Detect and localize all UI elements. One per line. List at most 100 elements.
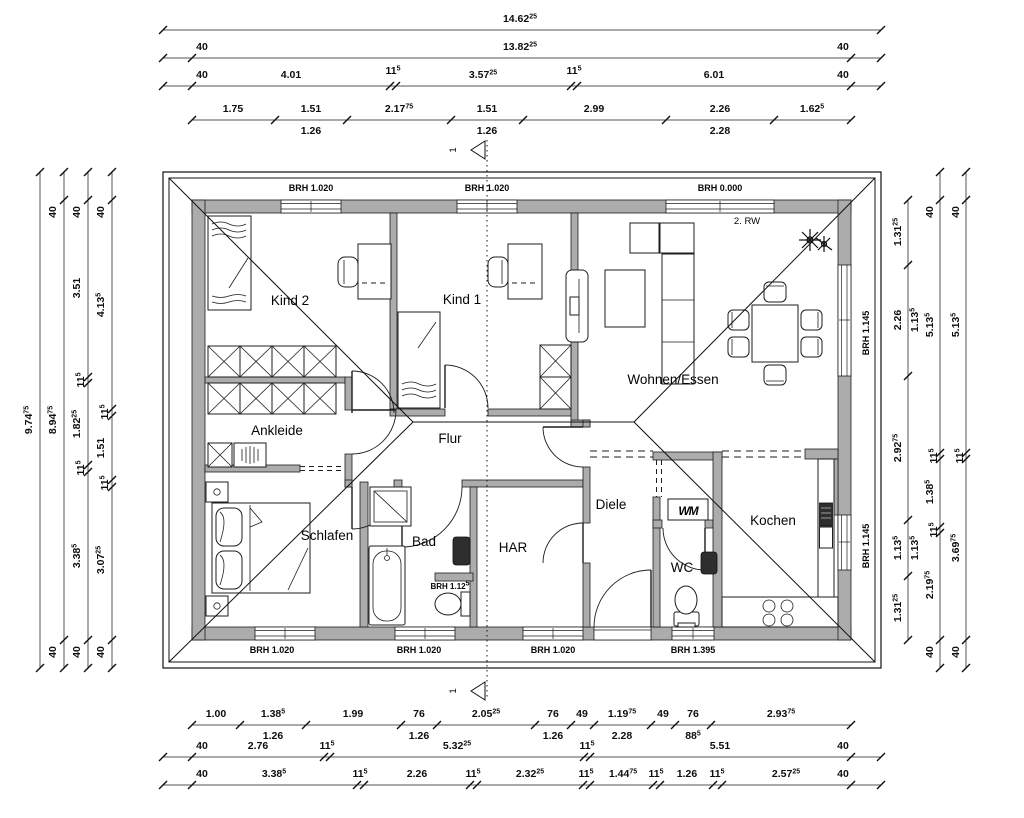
window-sill-label: BRH 1.020 (250, 645, 295, 655)
dim-tick (158, 81, 168, 91)
dim-label: 1.385 (261, 708, 285, 720)
dim-label: 2.5725 (772, 768, 800, 780)
kitchen-counter (721, 458, 839, 628)
dim-sublabel: 1.26 (543, 730, 564, 742)
washing-machine-label: WM (678, 504, 699, 518)
dim-label: 1.99 (343, 708, 364, 720)
dim-tick (935, 528, 945, 538)
window-bad (394, 626, 456, 641)
dim-tick (432, 720, 442, 730)
window-sill-label: BRH 1.145 (861, 311, 871, 356)
dim-label: 2.26 (407, 768, 428, 780)
dim-label: 76 (413, 708, 425, 720)
dim-tick (589, 720, 599, 730)
dim-tick (107, 475, 117, 485)
dim-tick (846, 53, 856, 63)
dim-tick (961, 635, 971, 645)
dim-tick (846, 780, 856, 790)
dim-label: 40 (196, 41, 208, 53)
dim-tick (646, 720, 656, 730)
dim-tick (465, 780, 475, 790)
dim-label: 2.26 (710, 103, 731, 115)
dim-tick (935, 522, 945, 532)
dim-tick (187, 780, 197, 790)
dim-tick (107, 167, 117, 177)
dim-tick (876, 53, 886, 63)
tv-board (565, 269, 589, 343)
door-ankleide (351, 409, 397, 455)
room-label-bad: Bad (412, 534, 436, 549)
dim-label: 76 (687, 708, 699, 720)
dim-label: 1.3125 (892, 594, 904, 622)
dim-tick (83, 663, 93, 673)
dim-tick (83, 460, 93, 470)
dim-label: 49 (657, 708, 669, 720)
dim-label: 3.5725 (469, 69, 497, 81)
dim-label: 40 (950, 206, 962, 218)
shower (369, 486, 412, 527)
dim-tick (655, 780, 665, 790)
dim-tick (585, 780, 595, 790)
room-label-wohnen: Wohnen/Essen (627, 372, 718, 387)
dim-label: 2.0525 (472, 708, 500, 720)
dim-label: 2.9275 (892, 434, 904, 462)
dim-label: 115 (465, 768, 480, 780)
dim-tick (83, 467, 93, 477)
dim-label: 40 (837, 69, 849, 81)
dim-tick (572, 81, 582, 91)
dim-tick (935, 454, 945, 464)
dim-tick (446, 115, 456, 125)
dim-tick (566, 81, 576, 91)
dim-label: 2.9375 (767, 708, 795, 720)
dim-sublabel: 2.28 (612, 730, 633, 742)
washbasin-bad (434, 591, 471, 617)
dim-sublabel: 1.135 (909, 308, 921, 332)
dim-tick (670, 720, 680, 730)
dim-label: 5.135 (924, 313, 936, 337)
wardrobe-kind1 (539, 344, 572, 410)
dim-tick (301, 720, 311, 730)
dim-label: 40 (924, 206, 936, 218)
dim-tick (83, 378, 93, 388)
dim-tick (903, 515, 913, 525)
dim-label: 1.8225 (71, 410, 83, 438)
desk-kind2 (337, 243, 392, 300)
dim-label: 115 (566, 65, 581, 77)
dim-label: 1.26 (677, 768, 698, 780)
window-kochen-right (837, 514, 852, 571)
dim-label: 40 (95, 646, 107, 658)
dim-label: 115 (709, 768, 724, 780)
dim-tick (83, 195, 93, 205)
dim-tick (903, 371, 913, 381)
dim-tick (961, 663, 971, 673)
escape-route-label: 2. RW (734, 216, 760, 227)
dim-tick (187, 115, 197, 125)
window-sill-label: BRH 1.020 (289, 183, 334, 193)
dim-tick (708, 780, 718, 790)
dim-tick (107, 482, 117, 492)
window-wc (671, 626, 715, 641)
section-line: 1 1 (448, 140, 488, 701)
dim-label: 40 (95, 206, 107, 218)
dim-tick (769, 115, 779, 125)
window-kind2 (280, 199, 342, 214)
dim-tick (648, 780, 658, 790)
dim-tick (391, 81, 401, 91)
sill-height-labels: BRH 1.020 BRH 1.020 BRH 0.000 BRH 1.020 … (250, 183, 871, 655)
dim-label: 3.0725 (95, 546, 107, 574)
dim-tick (935, 167, 945, 177)
bed-kind1 (397, 311, 441, 409)
window-sill-label: BRH 1.145 (861, 524, 871, 569)
dim-tick (385, 81, 395, 91)
dim-label: 3.385 (71, 544, 83, 568)
room-label-har: HAR (499, 540, 528, 555)
washing-machine (667, 498, 709, 521)
dim-label: 2.26 (892, 310, 904, 331)
dim-tick (530, 720, 540, 730)
dim-label: 40 (837, 740, 849, 752)
room-label-kochen: Kochen (750, 513, 796, 528)
dim-label: 76 (547, 708, 559, 720)
